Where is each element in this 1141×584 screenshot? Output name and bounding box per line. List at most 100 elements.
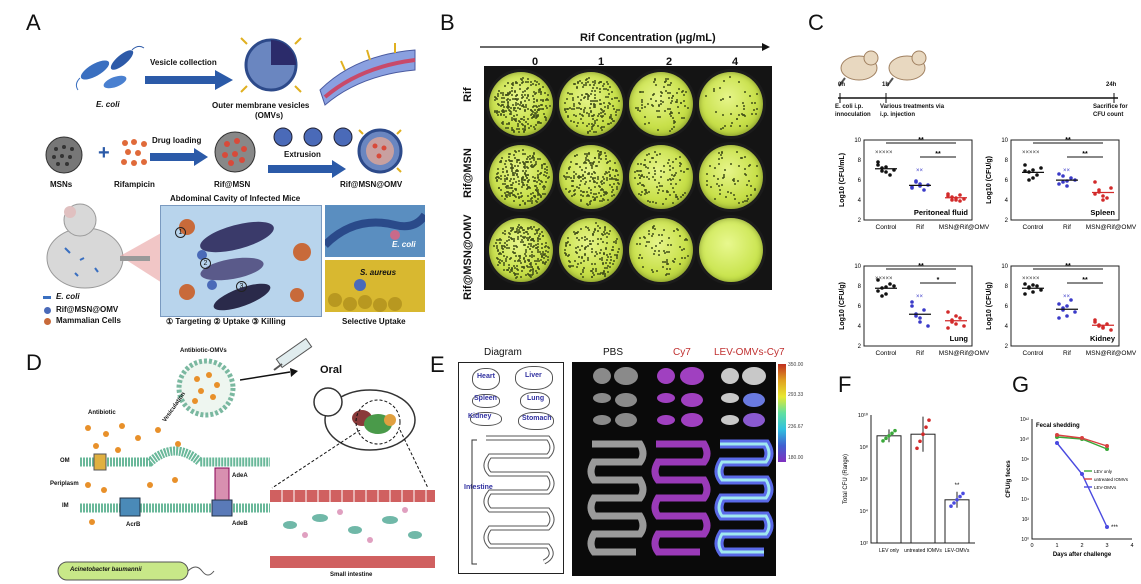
colony <box>668 159 671 161</box>
colony <box>637 173 640 176</box>
colony <box>532 151 535 154</box>
colony <box>673 126 676 129</box>
colony <box>507 123 510 126</box>
colony <box>615 169 618 172</box>
colony <box>498 253 501 256</box>
colony <box>659 115 662 118</box>
colony <box>605 235 608 238</box>
colony <box>496 103 499 106</box>
colony <box>530 275 533 278</box>
colony <box>523 203 526 206</box>
colony <box>738 165 741 168</box>
colony <box>530 192 533 195</box>
colony <box>504 194 507 197</box>
colony <box>507 235 510 238</box>
colony <box>592 99 595 102</box>
data-point <box>962 324 966 328</box>
colony <box>527 246 530 249</box>
colony <box>662 261 665 264</box>
colony <box>585 194 588 197</box>
colony <box>564 178 567 181</box>
colony <box>523 127 526 130</box>
colony <box>510 236 513 239</box>
colony <box>736 180 739 183</box>
colony <box>578 238 581 241</box>
colony <box>636 182 639 185</box>
panel-label-f: F <box>838 372 852 397</box>
colony <box>515 268 518 271</box>
colony <box>609 266 612 269</box>
colony <box>512 98 515 100</box>
colony <box>744 173 747 176</box>
colony <box>531 266 534 269</box>
colony <box>572 97 575 100</box>
colony <box>512 271 515 274</box>
colony <box>599 151 602 153</box>
scale-180: 180.00 <box>788 455 804 461</box>
colony <box>521 265 524 268</box>
colony <box>521 228 524 231</box>
colony <box>544 167 547 170</box>
colony <box>651 233 654 236</box>
colony <box>742 108 745 111</box>
vesicle-collection-label: Vesicle collection <box>150 58 217 67</box>
colony <box>684 238 687 241</box>
colony <box>608 85 611 88</box>
colony <box>536 174 539 177</box>
colony <box>609 256 612 259</box>
colony <box>514 81 517 84</box>
colony <box>598 160 601 163</box>
colony <box>494 241 497 244</box>
colony <box>525 88 528 91</box>
colony <box>613 183 616 186</box>
colony <box>679 170 682 173</box>
colony <box>525 187 528 190</box>
colony <box>506 193 509 196</box>
colony <box>536 110 539 113</box>
colony <box>599 111 602 114</box>
colony <box>574 115 577 118</box>
colony <box>519 257 522 260</box>
colony <box>536 239 539 242</box>
y-tick-label: 10⁰ <box>1021 537 1029 543</box>
colony <box>577 231 580 233</box>
colony <box>511 184 514 187</box>
data-point <box>1093 180 1097 184</box>
colony <box>529 263 532 266</box>
colony <box>641 90 644 93</box>
data-point <box>1101 194 1105 198</box>
colony <box>601 108 604 111</box>
colony <box>602 102 605 105</box>
colony <box>536 121 539 124</box>
colony <box>663 260 666 263</box>
colony <box>502 120 505 123</box>
colony <box>535 189 538 192</box>
data-point <box>955 498 959 502</box>
chart-title: Fecal shedding <box>1036 423 1080 429</box>
colony <box>513 172 516 175</box>
data-point <box>1065 314 1069 318</box>
colony <box>599 91 602 94</box>
colony <box>591 268 594 270</box>
colony <box>616 257 619 260</box>
inset-ecoli-scene <box>325 212 425 248</box>
colony <box>534 116 537 119</box>
significance-label: ** <box>1065 137 1071 144</box>
colony <box>615 186 618 189</box>
colony <box>608 159 611 162</box>
colony <box>584 157 587 160</box>
colony <box>600 108 603 110</box>
colony <box>543 254 545 257</box>
colony <box>516 102 519 105</box>
agar-plate <box>559 72 623 136</box>
colony <box>726 191 729 194</box>
colony <box>611 185 614 188</box>
colony <box>504 180 507 183</box>
data-point <box>1101 198 1105 202</box>
colony <box>656 153 659 156</box>
colony <box>522 131 525 134</box>
colony <box>518 131 521 134</box>
colony <box>615 109 618 112</box>
plot-frame <box>1010 139 1120 221</box>
colony <box>647 172 650 175</box>
